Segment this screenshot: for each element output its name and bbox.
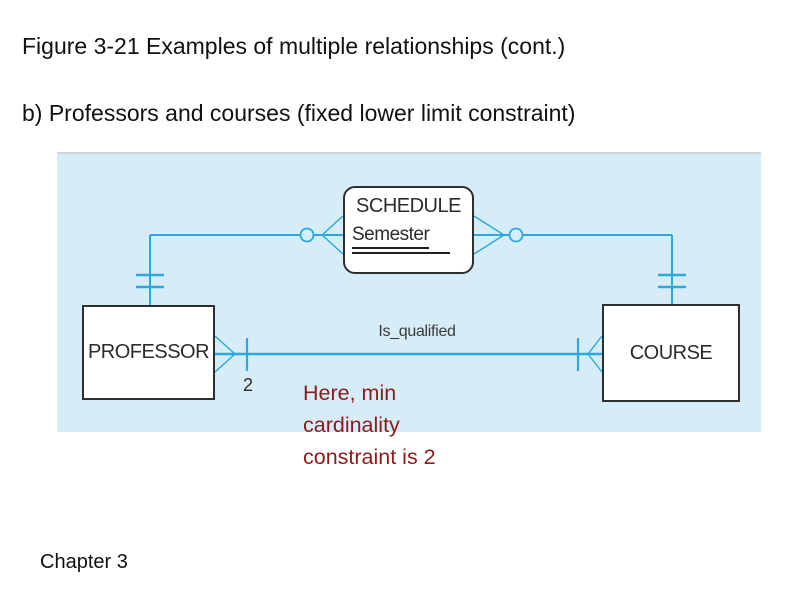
many-crow-foot-icon — [587, 335, 603, 373]
schedule-course-connector — [473, 215, 686, 304]
relationship-label: Is_qualified — [378, 323, 456, 340]
entity-course-label: COURSE — [629, 341, 713, 364]
annotation-line: Here, min — [303, 381, 397, 405]
zero-or-many-icon — [299, 215, 344, 255]
entity-schedule: SCHEDULE Semester — [343, 186, 474, 274]
figure-subtitle: b) Professors and courses (fixed lower l… — [22, 100, 576, 126]
min-cardinality-annotation: Here, min cardinality constraint is 2 — [303, 377, 436, 473]
one-and-only-one-icon — [658, 273, 686, 289]
many-crow-foot-icon — [214, 335, 236, 373]
entity-professor-label: PROFESSOR — [87, 341, 210, 363]
er-diagram-lines — [136, 215, 686, 373]
er-diagram-canvas: SCHEDULE Semester PROFESSOR COURSE Is_qu… — [57, 152, 761, 432]
schedule-professor-connector — [136, 215, 344, 305]
annotation-line: constraint is 2 — [303, 445, 436, 469]
entity-professor: PROFESSOR — [82, 305, 215, 400]
one-and-only-one-icon — [136, 273, 164, 289]
is-qualified-relationship-line — [214, 335, 603, 373]
zero-or-many-icon — [473, 215, 524, 255]
min-cardinality-label: 2 — [242, 375, 253, 395]
annotation-line: cardinality — [303, 413, 400, 437]
entity-schedule-attribute: Semester — [352, 224, 430, 249]
chapter-footer: Chapter 3 — [40, 551, 128, 573]
figure-title: Figure 3-21 Examples of multiple relatio… — [22, 33, 566, 59]
attribute-underline — [352, 252, 450, 254]
entity-schedule-label: SCHEDULE — [356, 195, 461, 217]
entity-course: COURSE — [602, 304, 740, 402]
